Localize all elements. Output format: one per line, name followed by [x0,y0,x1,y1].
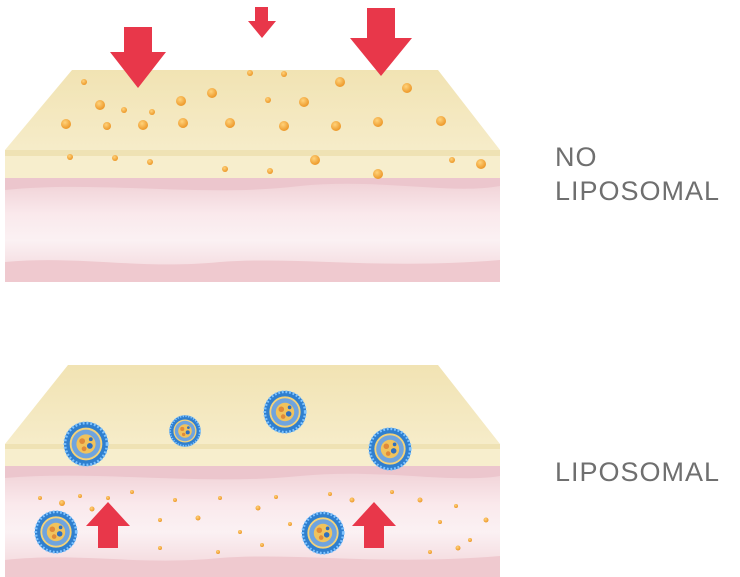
no-liposomal-label-line1: NO [555,142,598,172]
arrow-down-icon [110,27,166,88]
arrow-up-icon [86,502,130,548]
no-liposomal-label: NO LIPOSOMAL [555,140,720,208]
liposomal-label: LIPOSOMAL [555,455,720,489]
arrow-down-icon [350,8,412,76]
liposome-icon [300,510,346,556]
liposome-icon [168,414,202,448]
liposomal-label-text: LIPOSOMAL [555,457,721,487]
liposome-icon [262,389,308,435]
top-skin-panel [5,70,500,282]
bottom-skin-panel [5,365,500,577]
liposome-icon [33,509,79,555]
liposome-icon [62,420,110,468]
bottom-particles [38,490,489,554]
top-skin-surface [5,70,500,150]
top-particles [61,70,486,179]
arrow-up-icon [352,502,396,548]
bottom-skin-surface [5,365,500,444]
no-liposomal-label-line2: LIPOSOMAL [555,176,721,206]
arrow-down-icon [248,7,276,38]
liposome-icon [367,426,413,472]
